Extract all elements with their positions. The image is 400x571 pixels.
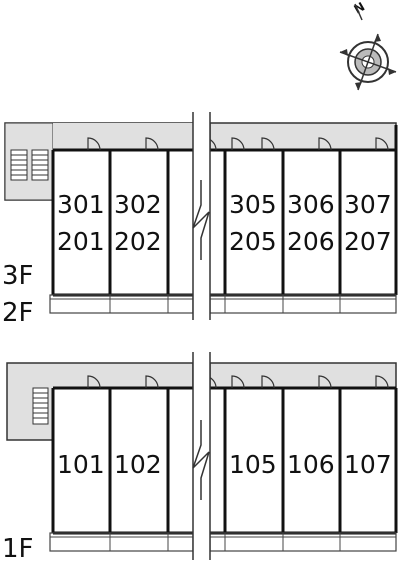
unit-label: 302 [114, 190, 162, 219]
unit-label: 106 [287, 450, 335, 479]
unit-label: 301 [57, 190, 105, 219]
unit-label: 201 [57, 227, 105, 256]
unit-label: 206 [287, 227, 335, 256]
unit-label: 105 [229, 450, 277, 479]
unit-label: 107 [344, 450, 392, 479]
unit-label: 202 [114, 227, 162, 256]
unit-label: 307 [344, 190, 392, 219]
unit-label: 305 [229, 190, 277, 219]
upper-block: 301 201 302 202 305 205 306 206 307 207 … [2, 110, 398, 328]
unit-label: 306 [287, 190, 335, 219]
stairs-icon [10, 149, 49, 181]
unit-label: 207 [344, 227, 392, 256]
north-arrow-compass-icon [339, 33, 397, 91]
unit-label: 205 [229, 227, 277, 256]
floor-label: 1F [2, 534, 34, 564]
lower-block: 101 102 105 106 107 1F [2, 350, 398, 564]
stairs-icon [32, 387, 49, 425]
floor-label: 2F [2, 298, 34, 328]
unit-label: 102 [114, 450, 162, 479]
door-icon [87, 137, 389, 151]
unit-label: 101 [57, 450, 105, 479]
floor-label: 3F [2, 261, 34, 291]
